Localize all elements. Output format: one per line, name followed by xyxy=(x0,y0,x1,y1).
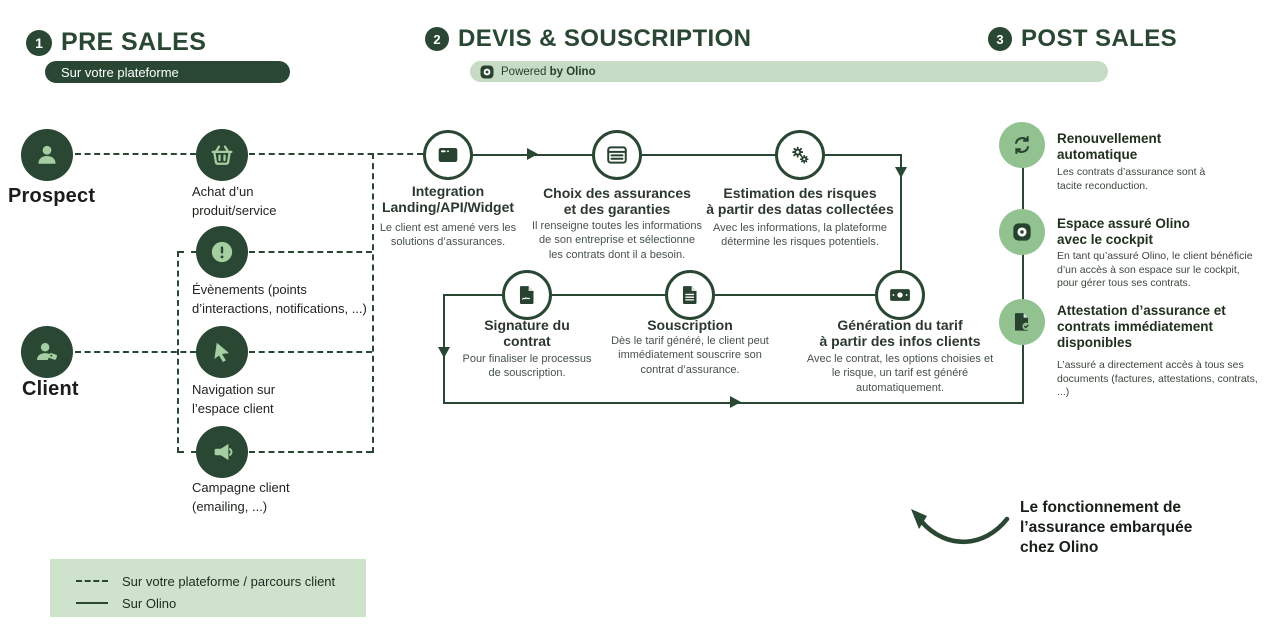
platform-step-label: Navigation sur l’espace client xyxy=(192,382,276,416)
diagram-caption: Le fonctionnement de l’assurance embarqu… xyxy=(1020,499,1193,557)
flow-step-title: Souscription xyxy=(647,317,733,333)
post-sales-item-title: Renouvellement automatique xyxy=(1057,131,1162,163)
megaphone-icon xyxy=(208,438,236,466)
basket-icon xyxy=(207,140,237,170)
person-tag-icon xyxy=(32,337,62,367)
flow-step-description: Dès le tarif généré, le client peut immé… xyxy=(611,335,769,376)
flow-step-description: Avec le contrat, les options choisies et… xyxy=(806,353,994,394)
arrow-right-icon xyxy=(730,396,741,408)
legend-item-solid: Sur Olino xyxy=(76,592,366,614)
platform-step-navigation xyxy=(196,326,248,378)
platform-step-label: Achat d’un produit/service xyxy=(192,184,277,218)
platform-step-campagne xyxy=(196,426,248,478)
banknote-icon xyxy=(886,281,914,309)
post-sales-item-espace xyxy=(999,209,1045,255)
browser-outline-icon xyxy=(603,141,631,169)
legend-label: Sur votre plateforme / parcours client xyxy=(122,573,336,589)
flow-step-title: Integration Landing/API/Widget xyxy=(381,183,515,216)
flow-step-generation xyxy=(875,270,925,320)
flow-step-signature xyxy=(502,270,552,320)
platform-step-label: Évènements (points d’interactions, notif… xyxy=(192,282,367,316)
platform-step-achat xyxy=(196,129,248,181)
powered-by-text: Powered by Olino xyxy=(501,65,596,78)
legend: Sur votre plateforme / parcours client S… xyxy=(50,559,366,617)
post-sales-item-description: Les contrats d’assurance sont à tacite r… xyxy=(1057,166,1206,192)
dashed-connector xyxy=(249,451,372,453)
platform-step-label: Campagne client (emailing, ...) xyxy=(192,480,290,514)
post-sales-title: POST SALES xyxy=(1021,25,1178,52)
post-sales-item-attestation xyxy=(999,299,1045,345)
document-icon xyxy=(677,282,703,308)
gears-icon xyxy=(786,141,814,169)
flow-connector xyxy=(642,154,775,156)
pre-sales-badge: Sur votre plateforme xyxy=(45,61,290,83)
prospect-avatar xyxy=(21,129,73,181)
flow-connector xyxy=(552,294,665,296)
person-icon xyxy=(32,140,62,170)
flow-connector xyxy=(900,154,902,271)
flow-step-description: Le client est amené vers les solutions d… xyxy=(379,222,517,249)
step-number-badge: 2 xyxy=(425,27,449,51)
post-sales-item-description: L’assuré a directement accès à tous ses … xyxy=(1057,359,1258,399)
solid-line-sample xyxy=(76,602,108,604)
devis-title: DEVIS & SOUSCRIPTION xyxy=(458,25,752,52)
flow-step-description: Il renseigne toutes les informations de … xyxy=(532,220,702,261)
platform-step-evenements xyxy=(196,226,248,278)
dashed-connector xyxy=(75,351,196,353)
flow-step-description: Pour finaliser le processus de souscript… xyxy=(462,353,592,380)
post-sales-item-renouvellement xyxy=(999,122,1045,168)
arrow-down-icon xyxy=(895,167,907,178)
post-sales-item-title: Attestation d’assurance et contrats immé… xyxy=(1057,303,1226,351)
flow-step-integration xyxy=(423,130,473,180)
dashed-connector xyxy=(249,351,372,353)
olino-logo-icon xyxy=(480,65,494,79)
flow-step-title: Choix des assurances et des garanties xyxy=(543,185,691,218)
browser-filled-icon xyxy=(434,141,462,169)
signature-doc-icon xyxy=(514,282,540,308)
cockpit-icon xyxy=(1009,219,1035,245)
dashed-connector xyxy=(178,251,197,253)
flow-connector xyxy=(715,294,875,296)
step-number-badge: 3 xyxy=(988,27,1012,51)
cursor-icon xyxy=(208,338,236,366)
post-sales-item-description: En tant qu’assuré Olino, le client bénéf… xyxy=(1057,250,1253,290)
post-sales-header: 3 POST SALES xyxy=(988,25,1177,53)
pre-sales-badge-label: Sur votre plateforme xyxy=(61,64,179,80)
alert-icon xyxy=(206,236,238,268)
prospect-label: Prospect xyxy=(8,185,96,207)
dashed-connector xyxy=(372,153,374,453)
flow-step-choix xyxy=(592,130,642,180)
powered-by-olino-badge: Powered by Olino xyxy=(470,61,1108,82)
step-number-badge: 1 xyxy=(26,29,52,56)
flow-step-souscription xyxy=(665,270,715,320)
client-label: Client xyxy=(22,378,79,400)
pre-sales-header: 1 PRE SALES xyxy=(26,28,206,57)
flow-step-title: Signature du contrat xyxy=(484,317,570,350)
flow-connector xyxy=(1022,145,1024,403)
certified-doc-icon xyxy=(1009,309,1035,335)
client-avatar xyxy=(21,326,73,378)
dashed-connector xyxy=(75,153,196,155)
devis-header: 2 DEVIS & SOUSCRIPTION xyxy=(425,25,751,53)
curved-arrow-icon xyxy=(905,503,1013,560)
dashed-connector xyxy=(249,251,372,253)
legend-item-dashed: Sur votre plateforme / parcours client xyxy=(76,570,366,592)
flow-step-description: Avec les informations, la plateforme dét… xyxy=(712,222,888,249)
arrow-right-icon xyxy=(527,148,538,160)
flow-step-estimation xyxy=(775,130,825,180)
dashed-connector xyxy=(178,451,197,453)
renew-icon xyxy=(1009,132,1035,158)
flow-step-title: Génération du tarif à partir des infos c… xyxy=(819,317,981,350)
legend-label: Sur Olino xyxy=(122,595,177,611)
flow-step-title: Estimation des risques à partir des data… xyxy=(706,185,894,218)
dashed-line-sample xyxy=(76,580,108,582)
flow-connector xyxy=(443,294,502,296)
pre-sales-title: PRE SALES xyxy=(61,28,207,56)
post-sales-item-title: Espace assuré Olino avec le cockpit xyxy=(1057,216,1190,248)
arrow-down-icon xyxy=(438,347,450,358)
dashed-connector xyxy=(249,153,423,155)
flow-connector xyxy=(825,154,902,156)
